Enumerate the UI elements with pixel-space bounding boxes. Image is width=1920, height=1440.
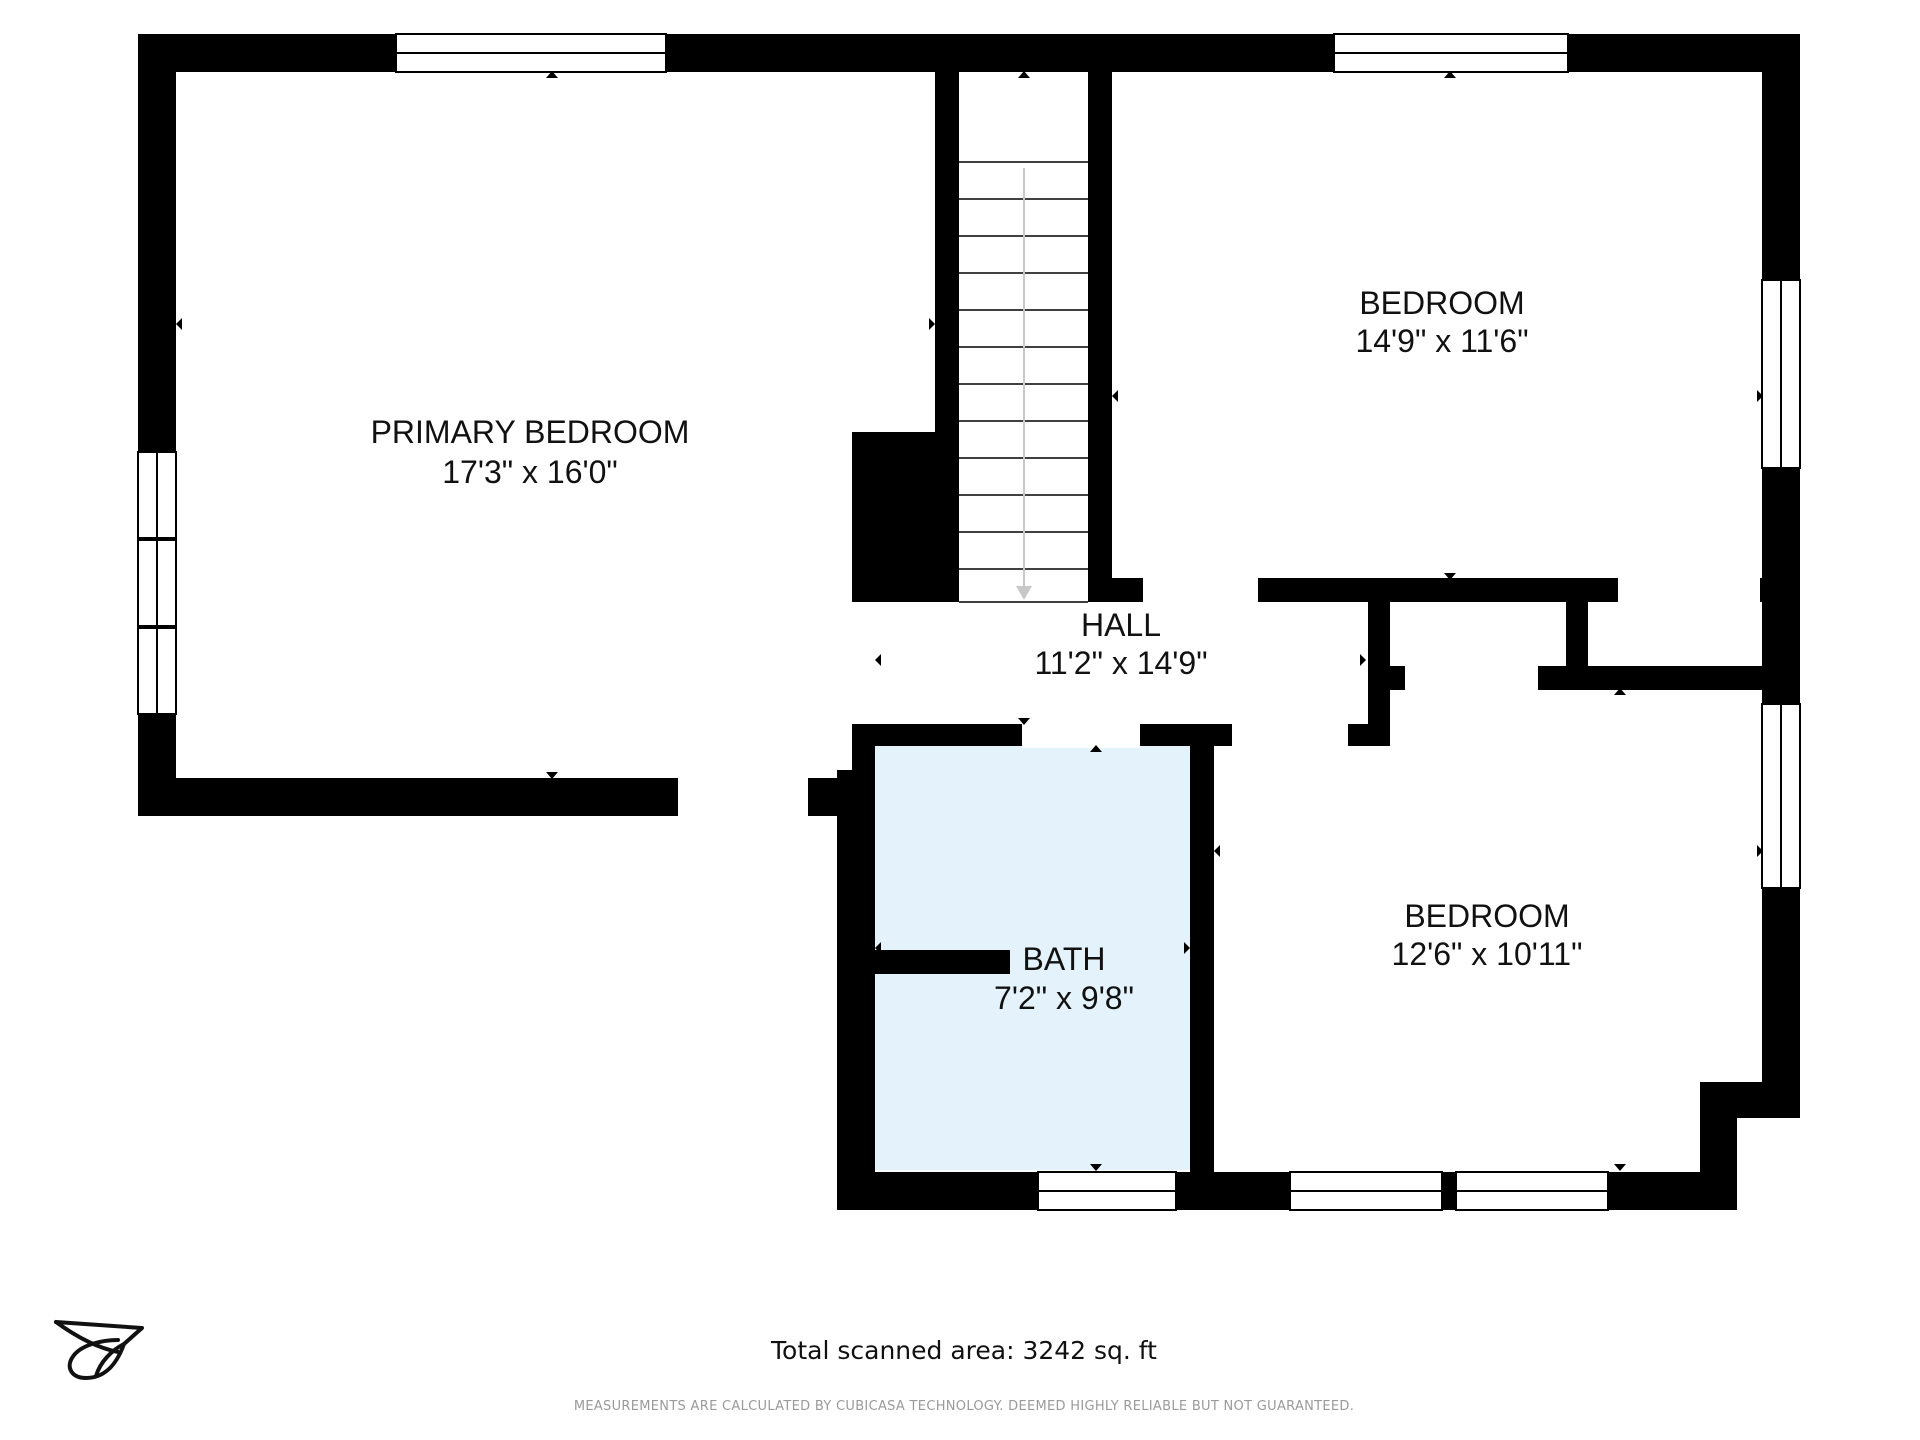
room-size-hall: 11'2" x 14'9" [1034,645,1207,681]
room-size-primary-bedroom: 17'3" x 16'0" [442,454,618,490]
disclaimer-text: MEASUREMENTS ARE CALCULATED BY CUBICASA … [574,1399,1354,1414]
room-name-primary-bedroom: PRIMARY BEDROOM [371,414,690,450]
room-size-bath: 7'2" x 9'8" [994,980,1134,1016]
room-name-bedroom-1: BEDROOM [1359,285,1524,321]
room-size-bedroom-2: 12'6" x 10'11" [1392,936,1583,972]
room-name-bath: BATH [1023,941,1106,977]
total-area-text: Total scanned area: 3242 sq. ft [770,1336,1157,1365]
door-openings [678,602,1348,818]
room-name-bedroom-2: BEDROOM [1404,898,1569,934]
bird-logo-icon [54,1320,144,1380]
stair-direction-arrow-icon [1016,168,1032,600]
windows [137,33,1801,1211]
dimension-markers [176,71,1763,1171]
room-name-hall: HALL [1081,607,1161,643]
hall-closet [1405,684,1538,690]
room-size-bedroom-1: 14'9" x 11'6" [1355,323,1528,359]
